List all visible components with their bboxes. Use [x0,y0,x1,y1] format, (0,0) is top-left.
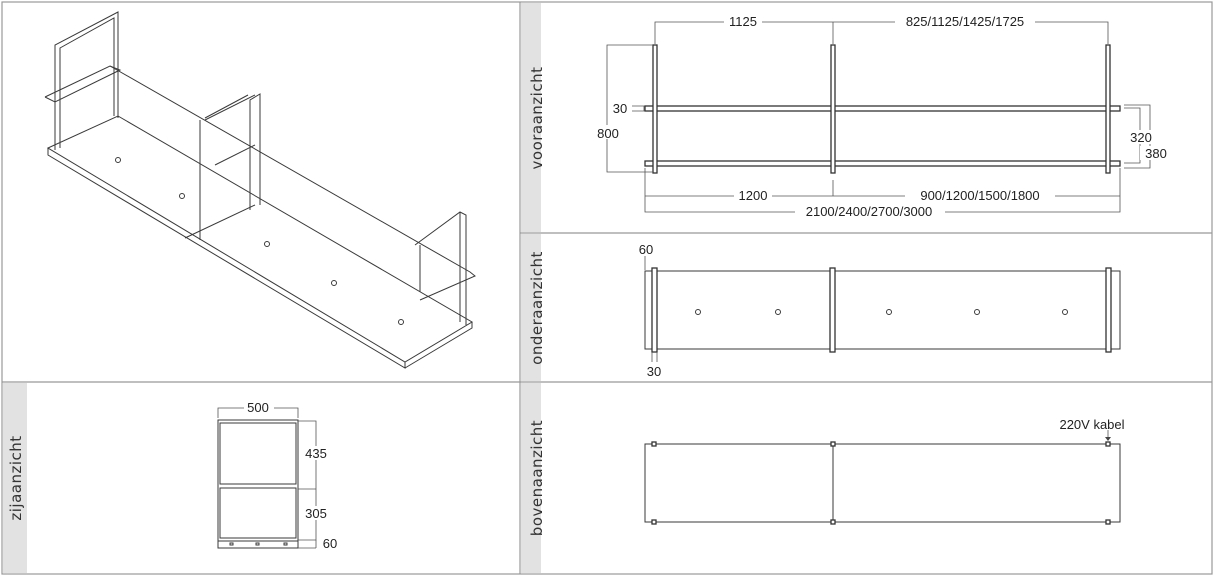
top-post-mark [651,519,657,525]
bottom-hole [1062,309,1068,315]
bottom-view: 60 30 [639,242,1121,379]
dim-top-right: 825/1125/1425/1725 [906,14,1024,29]
label-top-view: bovenaanzicht [528,420,546,536]
label-front-view: vooraanzicht [528,67,546,170]
strip-front [521,3,541,232]
dim-line-height [606,44,653,173]
bottom-hole [886,309,892,315]
label-side-view: zijaanzicht [7,435,25,520]
iso-left-frame [54,11,119,150]
dim-lower: 305 [305,506,327,521]
iso-upper-shelf [109,65,476,301]
bottom-post [829,267,836,353]
bottom-hole [775,309,781,315]
isometric-view [44,11,476,369]
dim-top-left: 1125 [729,14,757,29]
dim-height: 800 [597,126,619,141]
side-lower-compartment [219,487,297,539]
front-upper-shelf [644,105,1121,112]
dim-overhang: 60 [639,242,653,257]
front-post [830,44,836,174]
iso-hole [398,319,404,325]
iso-crossbar [214,144,256,166]
strip-top [521,383,541,573]
iso-hole [264,241,270,247]
top-post-mark [1105,519,1111,525]
iso-middle-crossbar [184,204,256,239]
dim-shelf-gap: 320 [1130,130,1152,145]
iso-bottom-shelf-end [404,322,473,369]
front-lower-shelf [644,160,1121,167]
top-post-mark [830,441,836,447]
side-base-mark [255,542,260,546]
dim-bottom-right: 900/1200/1500/1800 [920,188,1039,203]
dim-shelf-outer: 380 [1145,146,1167,161]
front-post [652,44,658,174]
front-view: 1125 825/1125/1425/1725 800 30 320 380 1… [592,14,1172,219]
cable-arrow-icon [1105,437,1111,441]
dim-bottom-left: 1200 [739,188,768,203]
dim-total: 2100/2400/2700/3000 [806,204,933,219]
iso-middle-crossbar [204,94,249,119]
iso-hole [179,193,185,199]
side-base-mark [229,542,234,546]
bottom-post [1105,267,1112,353]
side-view: 500 435 305 60 [217,400,337,551]
iso-hole [331,280,337,286]
top-post-mark [830,519,836,525]
side-outline [217,419,299,549]
dim-line-shelf-thickness [632,105,645,112]
front-post [1105,44,1111,174]
bottom-shelf-outline [644,270,1121,350]
dim-post: 30 [647,364,661,379]
dim-shelf-thickness: 30 [613,101,627,116]
dim-line-height [298,420,317,541]
bottom-post [651,267,658,353]
side-base-mark [283,542,288,546]
dim-upper: 435 [305,446,327,461]
iso-crossbar [204,94,256,121]
label-bottom-view: onderaanzicht [528,251,546,365]
top-shelf-outline [644,443,1121,523]
bottom-hole [974,309,980,315]
iso-upper-shelf-end [44,65,122,103]
iso-right-frame [414,211,467,325]
side-upper-compartment [219,422,297,485]
top-post-mark [651,441,657,447]
bottom-hole [695,309,701,315]
iso-middle-frame [249,93,261,210]
dim-base: 60 [323,536,337,551]
strip-bottom [521,234,541,381]
top-post-mark [1105,441,1111,447]
strip-side [3,383,27,573]
top-view: 220V kabel [644,417,1125,525]
dim-line-top [654,21,1109,44]
iso-hole [115,157,121,163]
iso-bottom-shelf-edge [47,148,406,369]
iso-left-frame-inner [59,17,115,148]
cable-note: 220V kabel [1059,417,1124,432]
dim-width: 500 [247,400,269,415]
